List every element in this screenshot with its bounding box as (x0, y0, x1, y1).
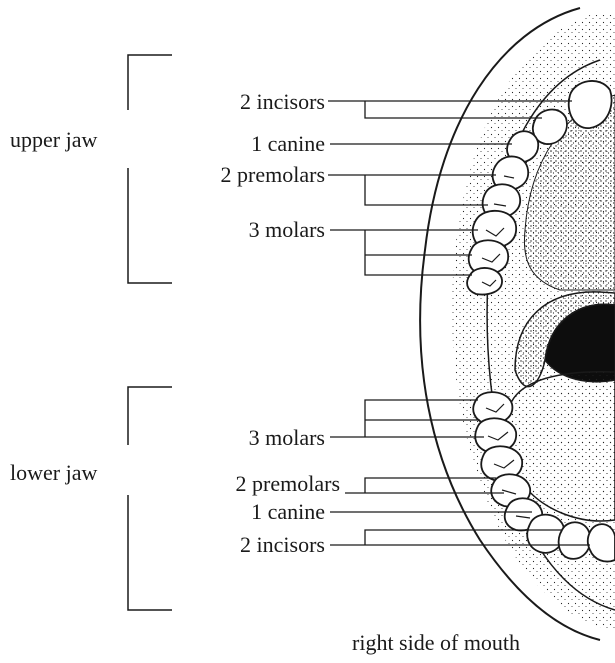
lower-jaw-bracket (128, 387, 172, 610)
lower-canine-label: 1 canine (180, 501, 325, 523)
upper-incisor-tooth-2 (533, 110, 567, 145)
upper-molars-label: 3 molars (180, 219, 325, 241)
upper-premolars-label: 2 premolars (160, 164, 325, 186)
lower-jaw-label: lower jaw (10, 462, 97, 484)
lower-molars-label: 3 molars (180, 427, 325, 449)
upper-jaw-label: upper jaw (10, 129, 97, 151)
diagram-caption: right side of mouth (352, 632, 520, 654)
lower-incisor-tooth-1 (559, 522, 591, 559)
lower-premolars-label: 2 premolars (170, 473, 340, 495)
lower-incisors-label: 2 incisors (180, 534, 325, 556)
upper-molar-tooth-3 (467, 268, 502, 295)
upper-incisors-label: 2 incisors (180, 91, 325, 113)
upper-canine-label: 1 canine (180, 133, 325, 155)
